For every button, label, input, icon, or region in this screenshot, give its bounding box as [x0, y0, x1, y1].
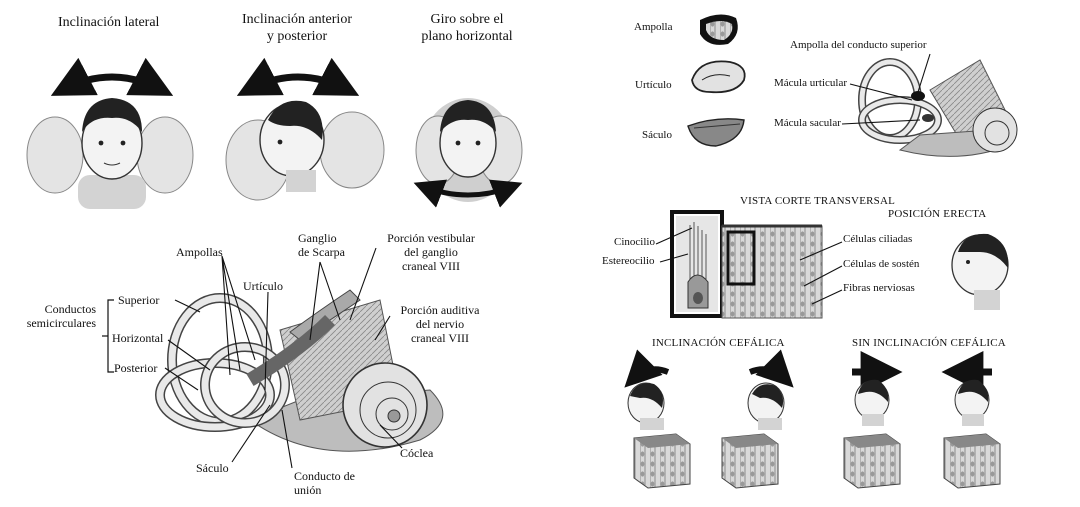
- label-conductos-line2: semicirculares: [18, 316, 96, 330]
- label-conducto-union-line2: unión: [294, 483, 355, 497]
- head-level-right-illustration: [852, 372, 890, 426]
- head-tilt-forward-illustration: [748, 369, 786, 430]
- head-anterior-posterior-illustration: [226, 77, 384, 200]
- label-porcion-vestibular-line1: Porción vestibular: [378, 231, 484, 245]
- head-level-left-illustration: [954, 372, 992, 426]
- label-porcion-auditiva-line1: Porción auditiva: [392, 303, 488, 317]
- macula-level-left: [944, 434, 1000, 488]
- label-superior: Superior: [118, 293, 159, 307]
- head-rotation-illustration: [416, 98, 522, 202]
- label-utriculo: Urtículo: [243, 279, 283, 293]
- label-macula-sacular: Mácula sacular: [774, 117, 841, 130]
- label-porcion-auditiva-line2: del nervio: [392, 317, 488, 331]
- head-tilt-back-illustration: [628, 369, 668, 430]
- label-vista-corte: VISTA CORTE TRANSVERSAL: [740, 194, 895, 208]
- utricle-icon: [692, 61, 745, 92]
- label-horizontal: Horizontal: [112, 331, 163, 345]
- ampulla-icon: [700, 14, 738, 44]
- cross-section-illustration: [656, 212, 842, 318]
- label-rotation-line2: plano horizontal: [402, 28, 532, 45]
- label-horizontal-rotation: Giro sobre el plano horizontal: [402, 11, 532, 45]
- label-ampolla-conducto-superior: Ampolla del conducto superior: [790, 39, 927, 52]
- saccule-icon: [688, 119, 744, 146]
- label-conducto-union-line1: Conducto de: [294, 469, 355, 483]
- label-sin-inclinacion-cefalica: SIN INCLINACIÓN CEFÁLICA: [852, 336, 1006, 350]
- macula-level-right: [844, 434, 900, 488]
- label-ganglio-line2: de Scarpa: [298, 245, 345, 259]
- label-porcion-vestibular-line2: del ganglio: [378, 245, 484, 259]
- label-saculo: Sáculo: [196, 461, 229, 475]
- label-anterior-posterior-tilt: Inclinación anterior y posterior: [232, 11, 362, 45]
- macula-tilt-back: [634, 434, 690, 488]
- label-porcion-vestibular: Porción vestibular del ganglio craneal V…: [378, 231, 484, 273]
- label-ganglio-scarpa: Ganglio de Scarpa: [298, 231, 345, 259]
- label-lateral-tilt: Inclinación lateral: [58, 14, 159, 31]
- label-ampolla: Ampolla: [634, 21, 673, 34]
- label-celulas-ciliadas: Células ciliadas: [843, 233, 912, 246]
- label-cinocilio: Cinocilio: [614, 236, 655, 249]
- label-coclea: Cóclea: [400, 446, 433, 460]
- label-ganglio-line1: Ganglio: [298, 231, 345, 245]
- head-erect-illustration: [952, 234, 1008, 310]
- label-celulas-sosten: Células de sostén: [843, 258, 919, 271]
- label-rotation-line1: Giro sobre el: [402, 11, 532, 28]
- label-fibras-nerviosas: Fibras nerviosas: [843, 282, 915, 295]
- label-porcion-vestibular-line3: craneal VIII: [378, 259, 484, 273]
- label-estereocilio: Estereocilio: [602, 255, 655, 268]
- head-lateral-illustration: [27, 77, 193, 209]
- label-porcion-auditiva-line3: craneal VIII: [392, 331, 488, 345]
- macula-tilt-forward: [722, 434, 778, 488]
- label-macula-urticular: Mácula urticular: [774, 77, 847, 90]
- label-saculo-organ: Sáculo: [642, 129, 672, 142]
- label-inclinacion-cefalica: INCLINACIÓN CEFÁLICA: [652, 336, 785, 350]
- label-conductos-line1: Conductos: [18, 302, 96, 316]
- label-ampollas: Ampollas: [176, 245, 223, 259]
- label-posicion-erecta: POSICIÓN ERECTA: [888, 207, 986, 221]
- labyrinth-detail-illustration: [842, 54, 1017, 156]
- label-conductos-semicirculares: Conductos semicirculares: [18, 302, 96, 330]
- label-anterior-posterior-line1: Inclinación anterior: [232, 11, 362, 28]
- label-urticulo: Urtículo: [635, 79, 672, 92]
- label-porcion-auditiva: Porción auditiva del nervio craneal VIII: [392, 303, 488, 345]
- label-posterior: Posterior: [114, 361, 157, 375]
- label-conducto-union: Conducto de unión: [294, 469, 355, 497]
- label-anterior-posterior-line2: y posterior: [232, 28, 362, 45]
